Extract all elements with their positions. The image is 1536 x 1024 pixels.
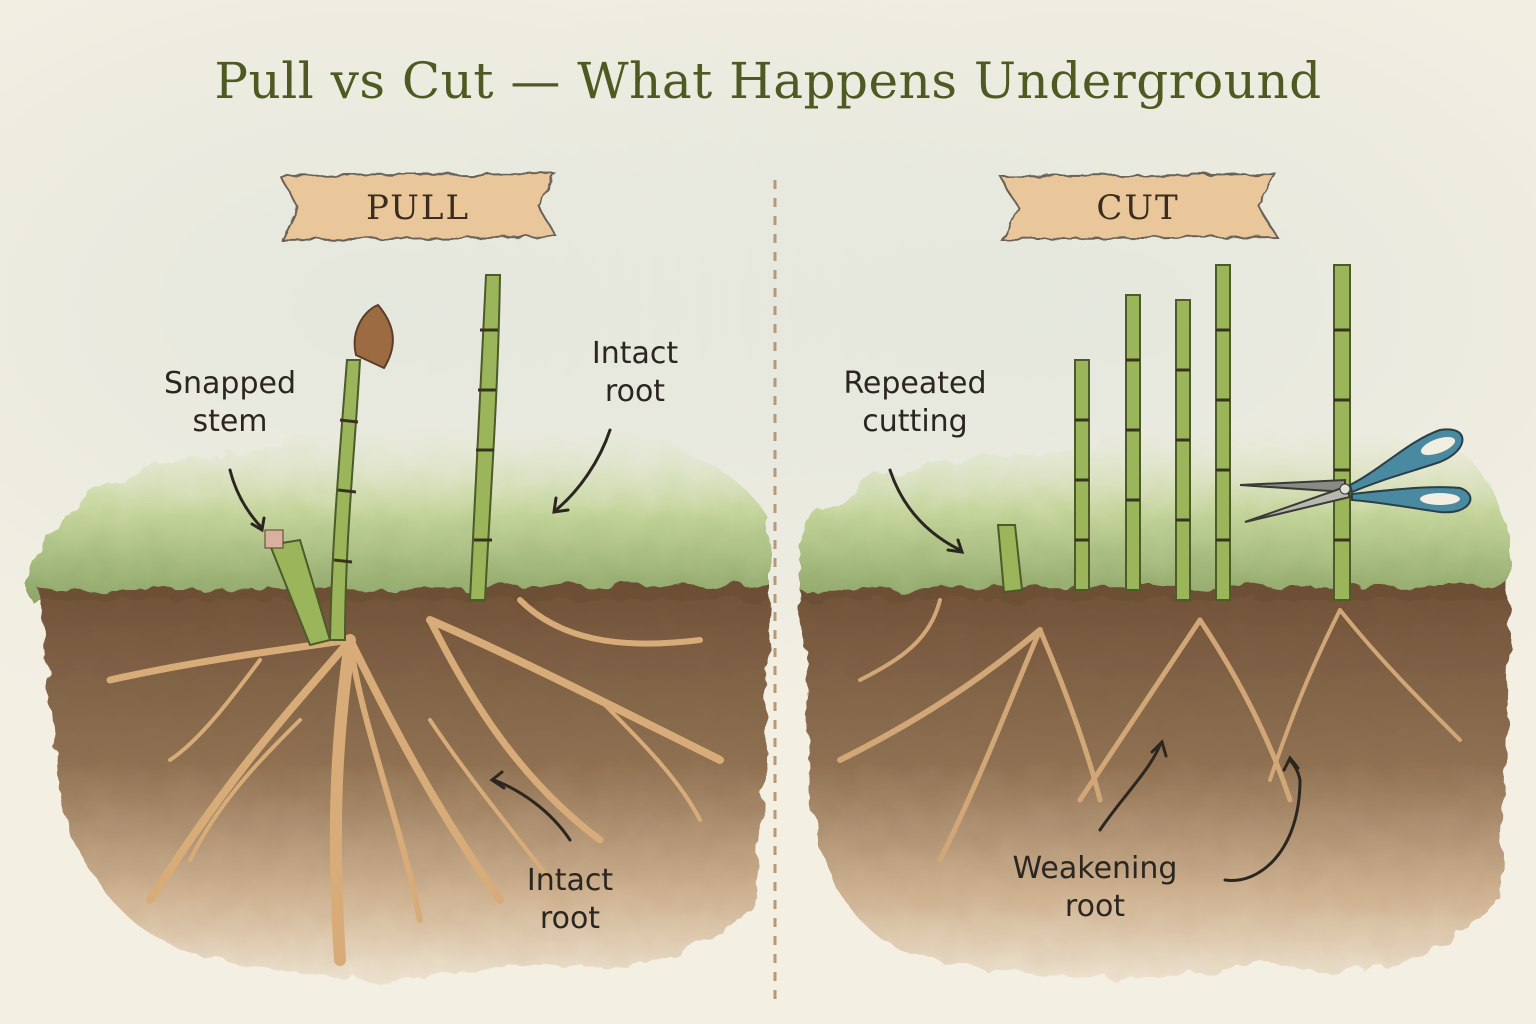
soil-right: [800, 585, 1510, 979]
roots-left: [106, 597, 724, 966]
label-repeated-cutting: Repeated cutting: [843, 366, 987, 439]
cut-banner-shape: [998, 172, 1278, 242]
pull-banner-shape: [278, 172, 558, 242]
grass-right: [800, 428, 1510, 600]
label-intact-root-top: Intact root: [591, 336, 679, 409]
cone-tip: [353, 303, 394, 370]
scissors-icon: [1239, 428, 1472, 523]
page-title: Pull vs Cut — What Happens Underground: [214, 52, 1322, 110]
roots-right: [837, 598, 1462, 863]
stems-right: [996, 264, 1351, 601]
cut-panel-art: [800, 264, 1510, 979]
soil-left: [40, 585, 770, 979]
pull-panel-art: [30, 274, 770, 979]
label-snapped-stem: Snapped stem: [163, 366, 297, 439]
stems-left: [264, 274, 502, 647]
annotation-arrows: [228, 428, 1302, 882]
cut-banner: CUT: [1002, 178, 1274, 238]
cut-banner-label: CUT: [1096, 188, 1180, 228]
pull-banner: PULL: [282, 178, 554, 238]
pull-banner-label: PULL: [365, 188, 471, 228]
grass-left: [30, 427, 770, 600]
label-weakening-root: Weakening root: [1012, 851, 1178, 924]
label-intact-root-bottom: Intact root: [526, 863, 614, 936]
